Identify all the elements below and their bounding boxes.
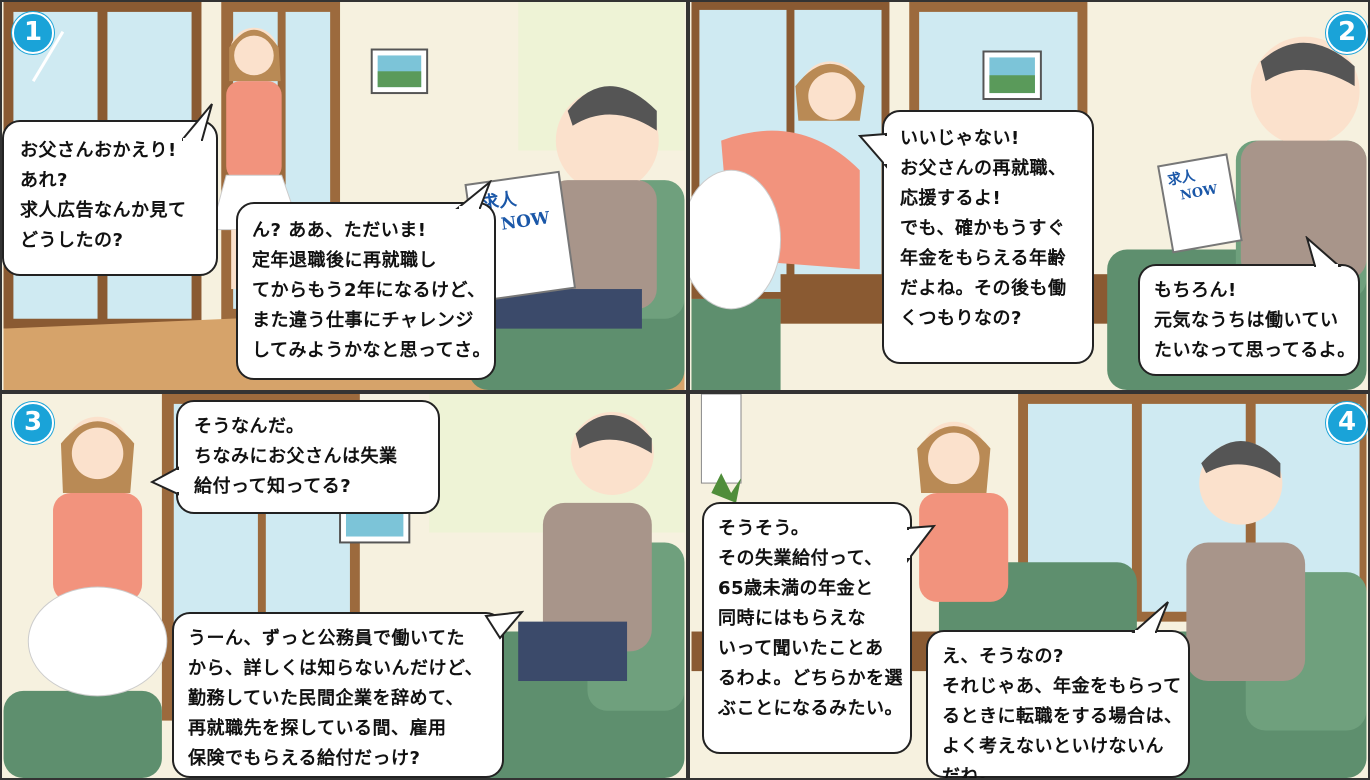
- bubble-text: 給付って知ってる?: [194, 472, 422, 502]
- bubble-text: だよね。その後も働: [900, 274, 1076, 304]
- panel-number-badge: 2: [1326, 12, 1368, 54]
- bubble-text: ん? ああ、ただいま!: [252, 216, 480, 246]
- panel-2: 求人 NOW 2 いいじゃない! お父さんの再就職、 応援するよ! でも、確かも…: [688, 0, 1370, 392]
- bubble-tail: [150, 466, 180, 496]
- bubble-text: そうなんだ。: [194, 412, 422, 442]
- panel-number-badge: 3: [12, 402, 54, 444]
- bubble-text: たいなって思ってるよ。: [1154, 336, 1344, 366]
- bubble-text: 応援するよ!: [900, 184, 1076, 214]
- speech-bubble: お父さんおかえり! あれ? 求人広告なんか見て どうしたの?: [2, 120, 218, 276]
- bubble-text: てからもう2年になるけど、: [252, 276, 480, 306]
- bubble-text: 同時にはもらえな: [718, 604, 896, 634]
- bubble-text: よく考えないといけないん: [942, 732, 1174, 762]
- bubble-text: 保険でもらえる給付だっけ?: [188, 744, 488, 774]
- speech-bubble: え、そうなの? それじゃあ、年金をもらって るときに転職をする場合は、 よく考え…: [926, 630, 1190, 778]
- bubble-tail: [1305, 236, 1345, 268]
- bubble-text: お父さんおかえり!: [20, 136, 200, 166]
- bubble-text: あれ?: [20, 166, 200, 196]
- bubble-text: るわよ。どちらかを選: [718, 664, 896, 694]
- bubble-text: 再就職先を探している間、雇用: [188, 714, 488, 744]
- panel-number-badge: 1: [12, 12, 54, 54]
- panel-number-badge: 4: [1326, 402, 1368, 444]
- speech-bubble: ん? ああ、ただいま! 定年退職後に再就職し てからもう2年になるけど、 また違…: [236, 202, 496, 380]
- bubble-text: 勤務していた民間企業を辞めて、: [188, 684, 488, 714]
- speech-bubble: もちろん! 元気なうちは働いてい たいなって思ってるよ。: [1138, 264, 1360, 376]
- bubble-tail: [906, 524, 936, 564]
- bubble-text: 定年退職後に再就職し: [252, 246, 480, 276]
- bubble-text: その失業給付って、: [718, 544, 896, 574]
- bubble-text: 求人広告なんか見て: [20, 196, 200, 226]
- bubble-text: るときに転職をする場合は、: [942, 702, 1174, 732]
- bubble-text: 年金をもらえる年齢: [900, 244, 1076, 274]
- speech-bubble: うーん、ずっと公務員で働いてた から、詳しくは知らないんだけど、 勤務していた民…: [172, 612, 504, 778]
- bubble-text: え、そうなの?: [942, 642, 1174, 672]
- bubble-text: そうそう。: [718, 514, 896, 544]
- speech-bubble: そうそう。 その失業給付って、 65歳未満の年金と 同時にはもらえな いって聞い…: [702, 502, 912, 754]
- bubble-text: から、詳しくは知らないんだけど、: [188, 654, 488, 684]
- bubble-text: もちろん!: [1154, 276, 1344, 306]
- panel-3: 3 そうなんだ。 ちなみにお父さんは失業 給付って知ってる? うーん、ずっと公務…: [0, 392, 688, 780]
- bubble-text: してみようかなと思ってさ。: [252, 336, 480, 366]
- bubble-text: お父さんの再就職、: [900, 154, 1076, 184]
- panel-1: 求人 NOW 1 お父さんおかえり! あれ? 求人広告なんか見て どうしたの? …: [0, 0, 688, 392]
- bubble-text: いって聞いたことあ: [718, 634, 896, 664]
- bubble-text: 65歳未満の年金と: [718, 574, 896, 604]
- bubble-text: だね。: [942, 762, 1174, 780]
- bubble-text: くつもりなの?: [900, 304, 1076, 334]
- speech-bubble: そうなんだ。 ちなみにお父さんは失業 給付って知ってる?: [176, 400, 440, 514]
- panel-4: 4 そうそう。 その失業給付って、 65歳未満の年金と 同時にはもらえな いって…: [688, 392, 1370, 780]
- bubble-tail: [182, 102, 222, 142]
- bubble-text: それじゃあ、年金をもらって: [942, 672, 1174, 702]
- bubble-tail: [1130, 600, 1170, 634]
- bubble-tail: [858, 130, 888, 170]
- bubble-text: うーん、ずっと公務員で働いてた: [188, 624, 488, 654]
- bubble-text: ぶことになるみたい。: [718, 694, 896, 724]
- bubble-text: また違う仕事にチャレンジ: [252, 306, 480, 336]
- speech-bubble: いいじゃない! お父さんの再就職、 応援するよ! でも、確かもうすぐ 年金をもら…: [882, 110, 1094, 364]
- bubble-tail: [452, 180, 492, 210]
- bubble-text: いいじゃない!: [900, 124, 1076, 154]
- bubble-text: 元気なうちは働いてい: [1154, 306, 1344, 336]
- bubble-text: どうしたの?: [20, 226, 200, 256]
- bubble-text: でも、確かもうすぐ: [900, 214, 1076, 244]
- bubble-tail: [484, 610, 524, 640]
- bubble-text: ちなみにお父さんは失業: [194, 442, 422, 472]
